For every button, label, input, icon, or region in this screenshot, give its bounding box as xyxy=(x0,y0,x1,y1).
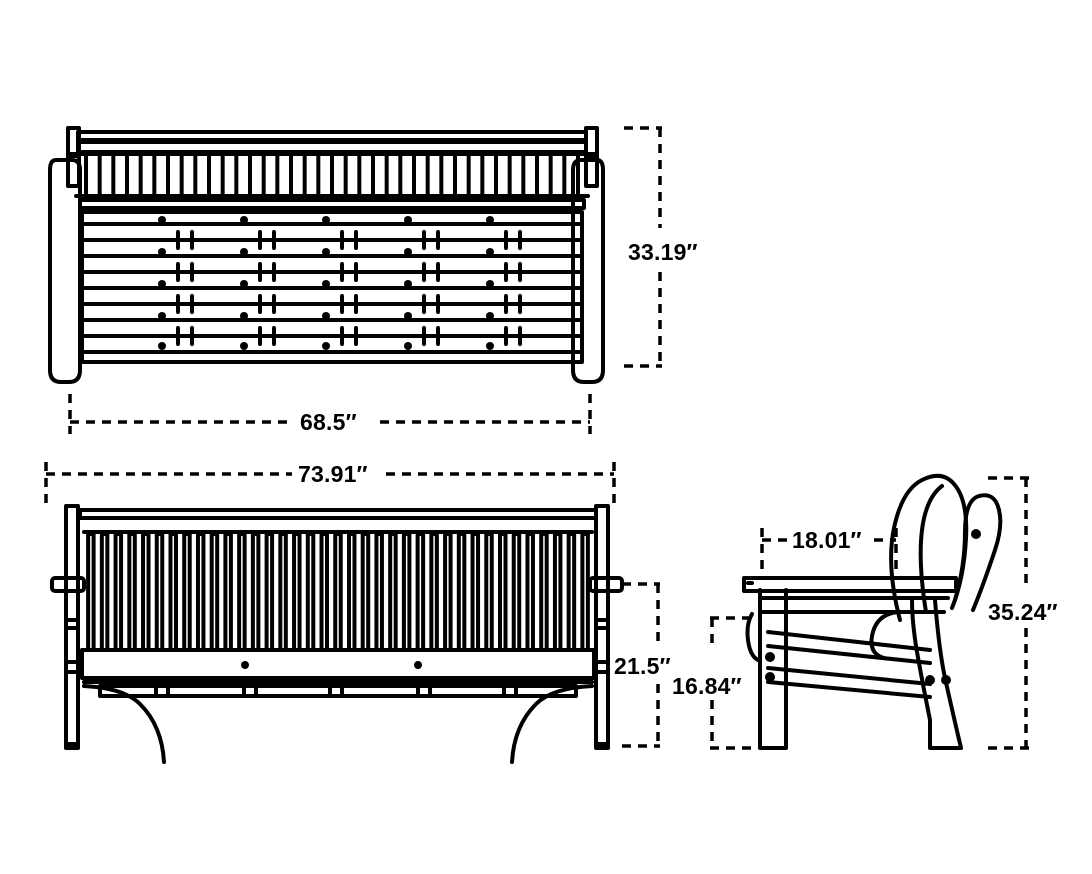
side-view-screw-dot xyxy=(941,675,951,685)
dimension-side-depth xyxy=(760,528,898,572)
dimension-label-top-height: 33.19″ xyxy=(628,239,698,265)
front-view-seat-apron xyxy=(80,648,596,680)
side-view-screw-dot xyxy=(925,675,935,685)
top-view-screw-dot xyxy=(158,312,166,320)
top-view-screw-dot xyxy=(158,342,166,350)
top-view-screw-dot xyxy=(486,280,494,288)
top-view-screw-dot xyxy=(404,342,412,350)
front-view-post-joint-left-lower xyxy=(66,660,80,674)
side-view-back-post xyxy=(953,493,1003,612)
front-view-leg-right-foot xyxy=(594,742,610,750)
side-view-screw-dot xyxy=(765,652,775,662)
top-view-screw-dot xyxy=(322,248,330,256)
side-view-front-leg xyxy=(758,588,788,750)
top-view-screw-dot xyxy=(158,248,166,256)
front-view-arm-nub-left xyxy=(50,576,86,593)
top-view-screw-dot xyxy=(404,312,412,320)
top-view-screw-dot xyxy=(486,216,494,224)
side-view-screw-dot xyxy=(971,529,981,539)
front-view-post-joint-right xyxy=(594,618,608,630)
dimension-label-side-arm-height: 16.84″ xyxy=(672,673,742,699)
top-view-screw-dot xyxy=(486,248,494,256)
side-view xyxy=(742,473,1003,750)
top-view-arm-left xyxy=(48,158,82,384)
top-view-screw-dot xyxy=(240,342,248,350)
side-view-rear-leg xyxy=(910,598,963,750)
top-view-seat-slat-lines xyxy=(82,222,582,338)
side-view-armrest xyxy=(742,576,958,593)
dimension-label-side-height: 35.24″ xyxy=(988,599,1058,625)
top-view-screw-dot xyxy=(240,280,248,288)
top-view-screw-dot xyxy=(322,280,330,288)
side-view-apron-lower xyxy=(766,666,932,686)
top-view-screw-dot xyxy=(240,216,248,224)
dimension-front-height xyxy=(622,582,660,748)
dimension-label-top-width: 68.5″ xyxy=(300,409,357,435)
top-view-screw-dot xyxy=(158,280,166,288)
top-view-screw-dot xyxy=(486,312,494,320)
top-view-screw-dot xyxy=(486,342,494,350)
front-view xyxy=(50,504,624,764)
top-view-screw-dot xyxy=(404,280,412,288)
front-view-post-joint-left xyxy=(66,618,80,630)
top-view-screw-dot xyxy=(404,216,412,224)
front-view-post-joint-right-lower xyxy=(594,660,608,674)
front-view-bracket-right xyxy=(510,684,594,764)
top-view-backrest-slats xyxy=(84,154,580,202)
top-view-screw-dot xyxy=(158,216,166,224)
dimension-top-width xyxy=(68,394,592,434)
front-view-stretcher xyxy=(98,684,578,698)
side-view-back-slat-seam xyxy=(918,484,944,614)
front-view-leg-left-foot xyxy=(64,742,80,750)
top-view-screw-dots xyxy=(158,216,494,350)
side-view-screw-dot xyxy=(765,672,775,682)
dimension-front-width xyxy=(44,462,616,504)
top-view-screw-dot xyxy=(240,248,248,256)
side-view-apron-upper xyxy=(766,630,932,652)
top-view-arm-right xyxy=(571,158,605,384)
side-view-front-leg-notch xyxy=(745,612,760,662)
side-view-lumbar-curve xyxy=(869,610,900,660)
front-view-screw-dot xyxy=(414,661,422,669)
front-view-bracket-left xyxy=(82,684,166,764)
front-view-screw-dot xyxy=(241,661,249,669)
top-view-screw-dot xyxy=(322,312,330,320)
side-view-apron-lower-b xyxy=(766,680,932,699)
top-view xyxy=(48,126,605,384)
side-view-apron-upper-b xyxy=(766,644,932,665)
top-view-screw-dot xyxy=(322,216,330,224)
dimension-label-front-width: 73.91″ xyxy=(298,461,368,487)
top-view-post-right-lower xyxy=(584,154,599,188)
dimension-top-height xyxy=(624,126,662,368)
top-view-screw-dot xyxy=(240,312,248,320)
dimension-label-side-depth: 18.01″ xyxy=(792,527,862,553)
dimension-label-front-height: 21.5″ xyxy=(614,653,671,679)
dimension-side-arm-height xyxy=(710,616,752,750)
top-view-seat-cross-members xyxy=(176,230,522,346)
top-view-screw-dot xyxy=(322,342,330,350)
top-view-screw-dot xyxy=(404,248,412,256)
dimension-side-height xyxy=(988,476,1034,750)
front-view-stretcher-ticks xyxy=(154,684,518,698)
